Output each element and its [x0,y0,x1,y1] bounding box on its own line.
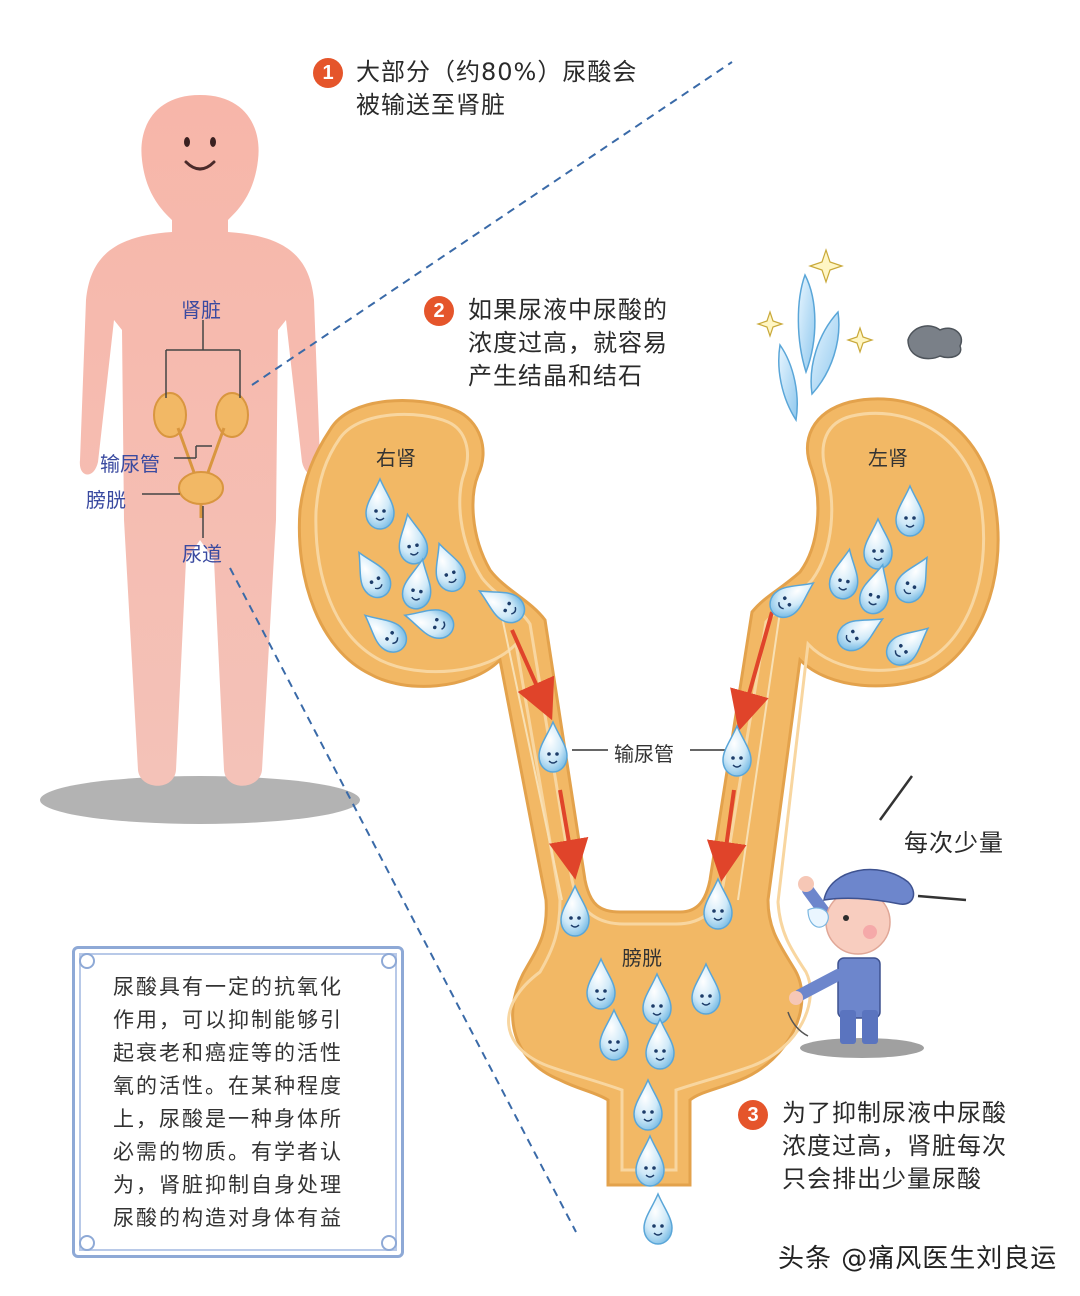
step-2-line-3: 产生结晶和结石 [468,362,643,390]
crystals-and-stone [756,248,963,423]
label-ureter: 输尿管 [614,742,674,766]
label-bladder-small: 膀胱 [86,488,126,512]
smile [184,160,216,171]
corner-ornament [79,1235,95,1251]
human-figure [40,95,360,824]
label-kidney: 肾脏 [181,298,221,322]
uric-acid-droplet [643,1193,673,1245]
officer-speech: 每次少量 [904,829,1004,857]
step-3-badge: 3 [738,1100,768,1130]
flow-arrow [730,611,774,732]
flow-arrow [548,789,589,880]
step-3-line-2: 浓度过高，肾脏每次 [782,1132,1007,1160]
crystal-icon [810,310,840,396]
step-1-badge: 1 [313,58,343,88]
step-2-text: 如果尿液中尿酸的 浓度过高，就容易 产生结晶和结石 [468,294,668,393]
flow-arrow [706,789,747,882]
label-left-kidney: 左肾 [868,446,908,470]
step-1-line-1: 大部分（约80%）尿酸会 [356,58,638,86]
watermark: 头条 @痛风医生刘良运 [778,1244,1058,1274]
zoom-line-top [251,61,733,386]
step-2-line-1: 如果尿液中尿酸的 [468,296,668,324]
mini-right-kidney [153,392,187,438]
step-3-line-1: 为了抑制尿液中尿酸 [782,1099,1007,1127]
label-bladder: 膀胱 [622,946,662,970]
sparkle-icon [808,248,844,284]
urinary-detail [297,397,1000,1187]
sparkle-icon [756,310,784,338]
corner-ornament [79,953,95,969]
step-1-line-2: 被输送至肾脏 [356,91,506,119]
corner-ornament [381,953,397,969]
figure-shadow [40,776,360,824]
zoom-line-bottom [229,567,577,1233]
sparkle-icon [846,326,874,354]
step-3-line-3: 只会排出少量尿酸 [782,1165,982,1193]
flow-arrow [510,629,555,721]
crystal-icon [778,343,798,423]
step-2-line-2: 浓度过高，就容易 [468,329,668,357]
crystal-icon [797,273,816,375]
step-3-text: 为了抑制尿液中尿酸 浓度过高，肾脏每次 只会排出少量尿酸 [782,1097,1007,1196]
note-box: 尿酸具有一定的抗氧化 作用，可以抑制能够引 起衰老和癌症等的活性 氧的活性。在某… [72,946,404,1258]
stone-icon [907,325,963,360]
label-urethra: 尿道 [182,542,222,566]
officer-character [787,775,967,1058]
mini-left-kidney [215,392,249,438]
step-1-text: 大部分（约80%）尿酸会 被输送至肾脏 [356,56,637,122]
note-text: 尿酸具有一定的抗氧化 作用，可以抑制能够引 起衰老和癌症等的活性 氧的活性。在某… [113,975,343,1230]
mini-bladder [178,471,224,505]
label-right-kidney: 右肾 [376,446,416,470]
corner-ornament [381,1235,397,1251]
officer-shadow [800,1038,924,1058]
label-ureter-small: 输尿管 [100,452,160,476]
step-2-badge: 2 [424,296,454,326]
